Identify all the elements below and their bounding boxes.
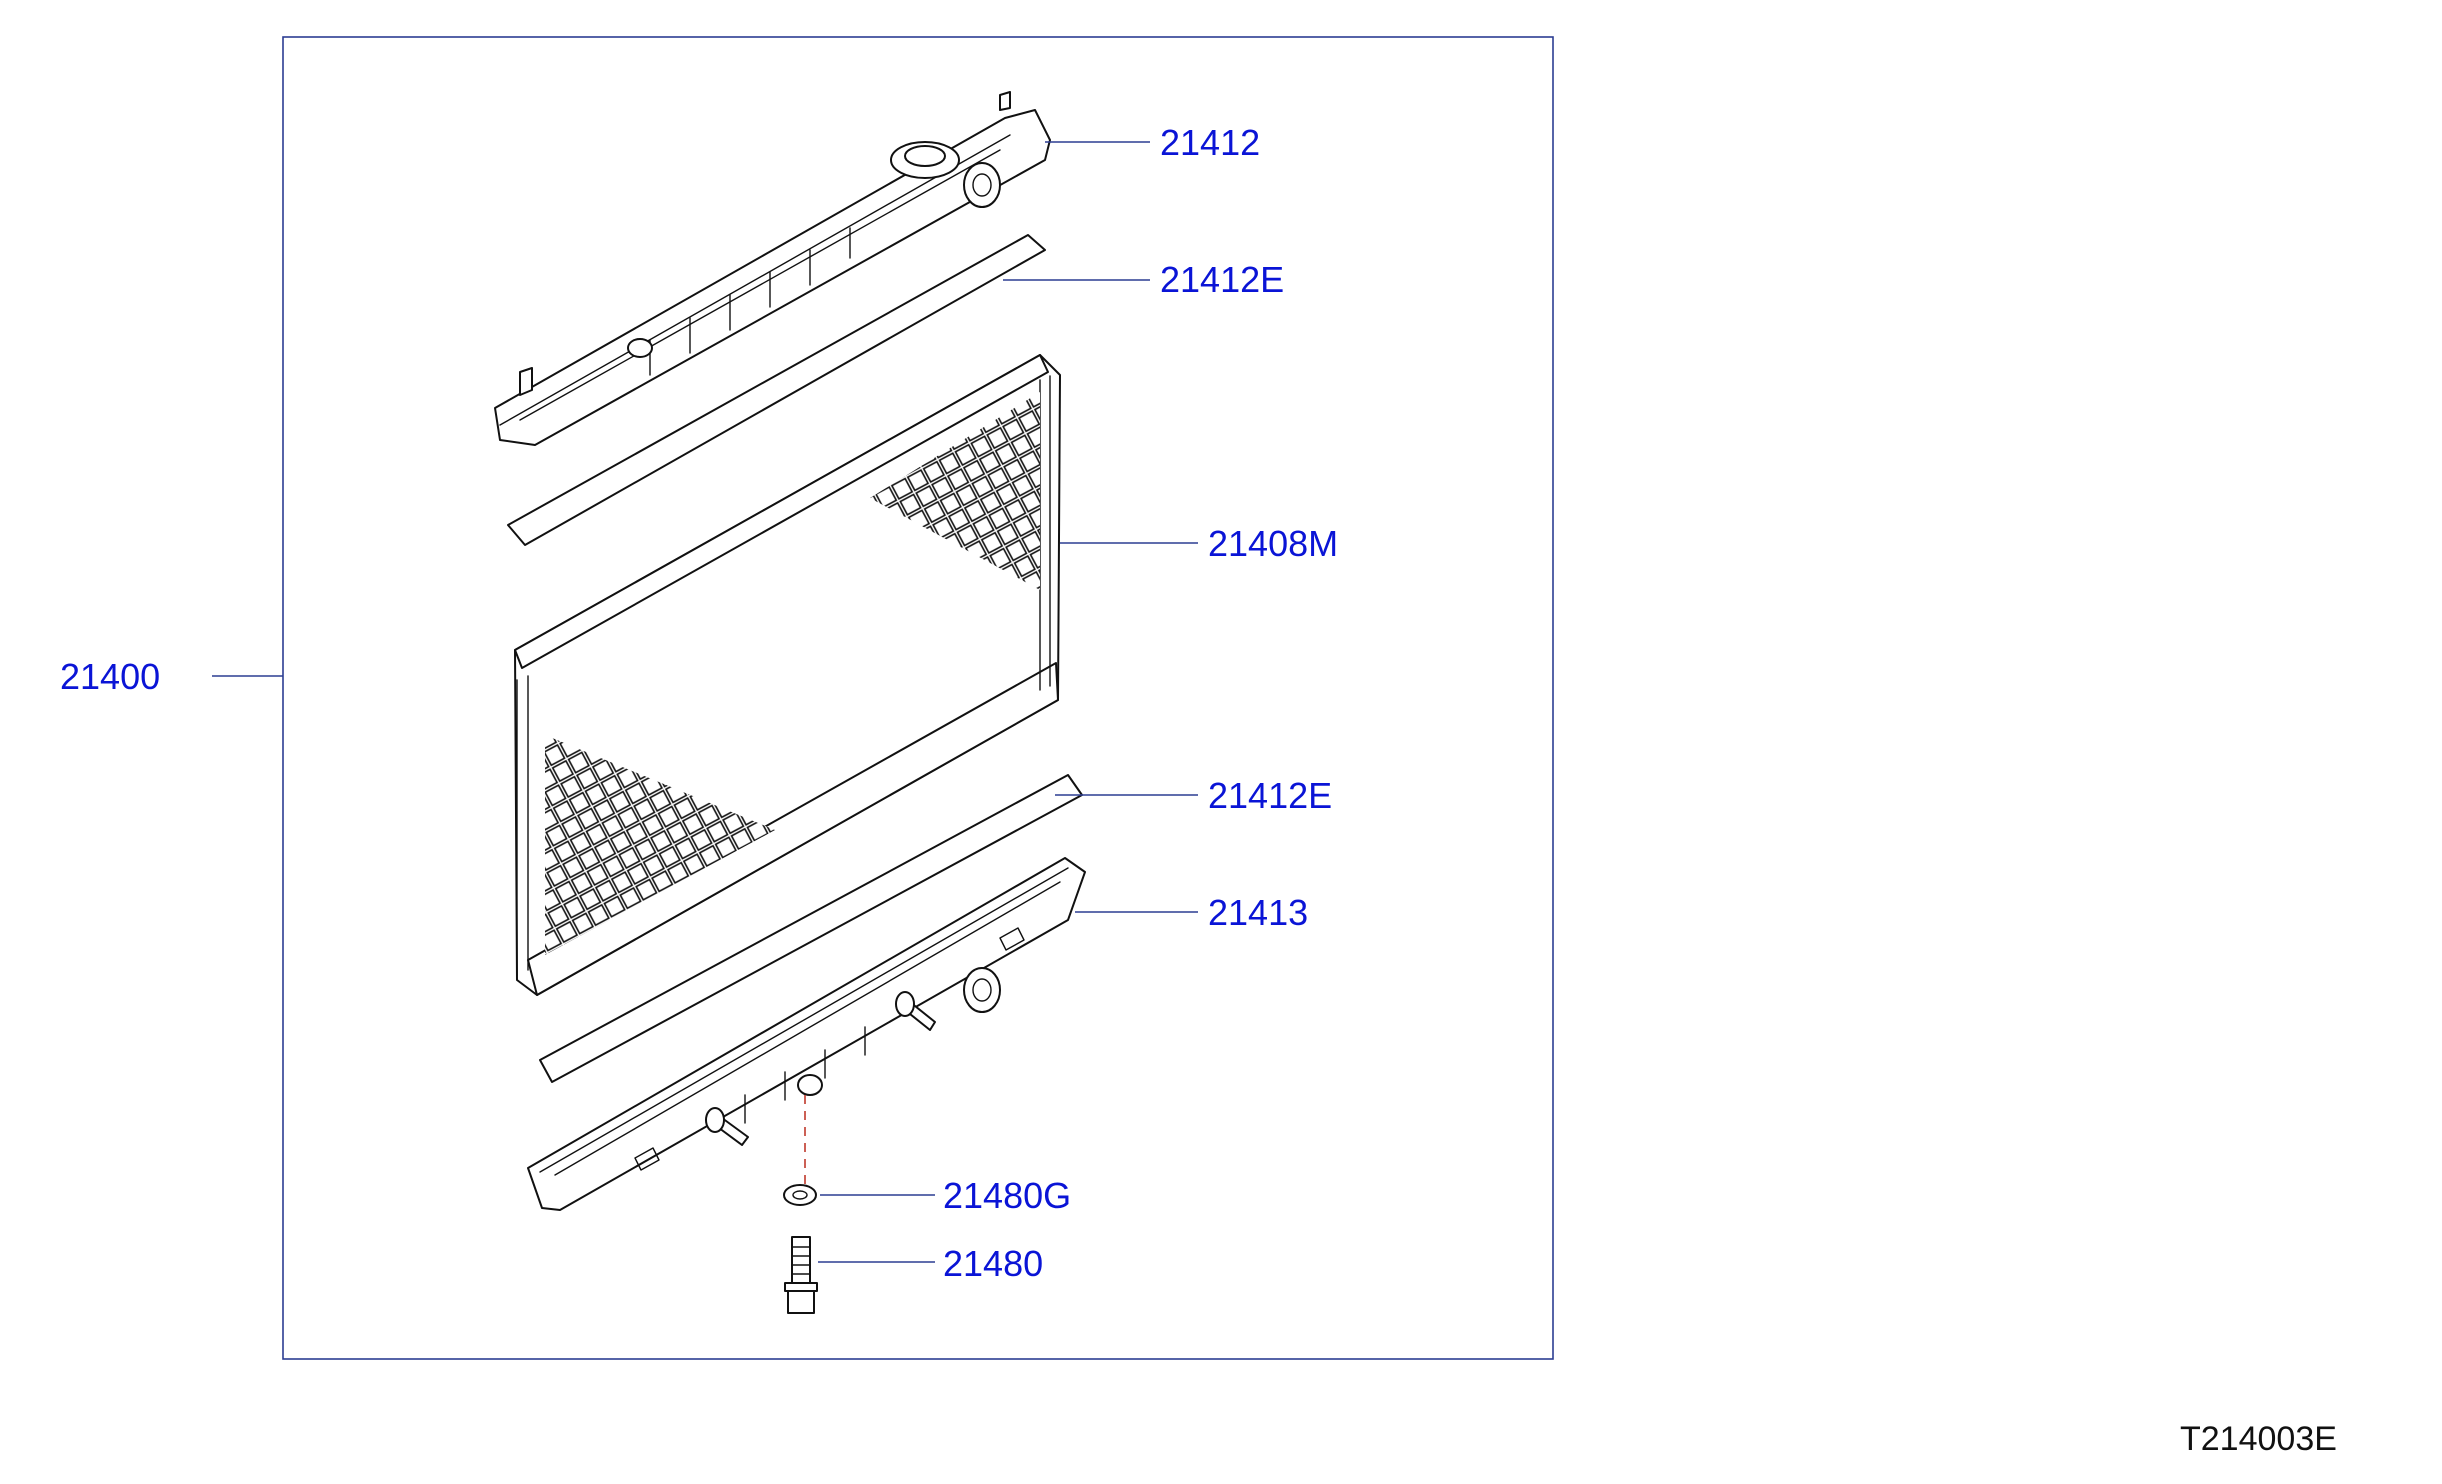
part-number-21412E-upper[interactable]: 21412E [1160,259,1284,300]
part-number-21408M[interactable]: 21408M [1208,523,1338,564]
part-number-21413[interactable]: 21413 [1208,892,1308,933]
radiator-core-drawing [514,354,1061,996]
upper-gasket-drawing [507,234,1046,546]
assembly-frame [282,36,1554,1360]
part-number-21480[interactable]: 21480 [943,1243,1043,1284]
drain-plug-drawing [784,1236,818,1314]
leader-lines [212,141,1198,1263]
upper-tank-drawing [494,91,1051,446]
part-number-21412[interactable]: 21412 [1160,122,1260,163]
assembly-number-21400[interactable]: 21400 [60,656,160,697]
part-number-21412E-lower[interactable]: 21412E [1208,775,1332,816]
part-number-21480G[interactable]: 21480G [943,1175,1071,1216]
diagram-id: T214003E [2180,1420,2337,1458]
drain-washer-drawing [783,1184,817,1206]
lower-tank-drawing [527,857,1086,1211]
